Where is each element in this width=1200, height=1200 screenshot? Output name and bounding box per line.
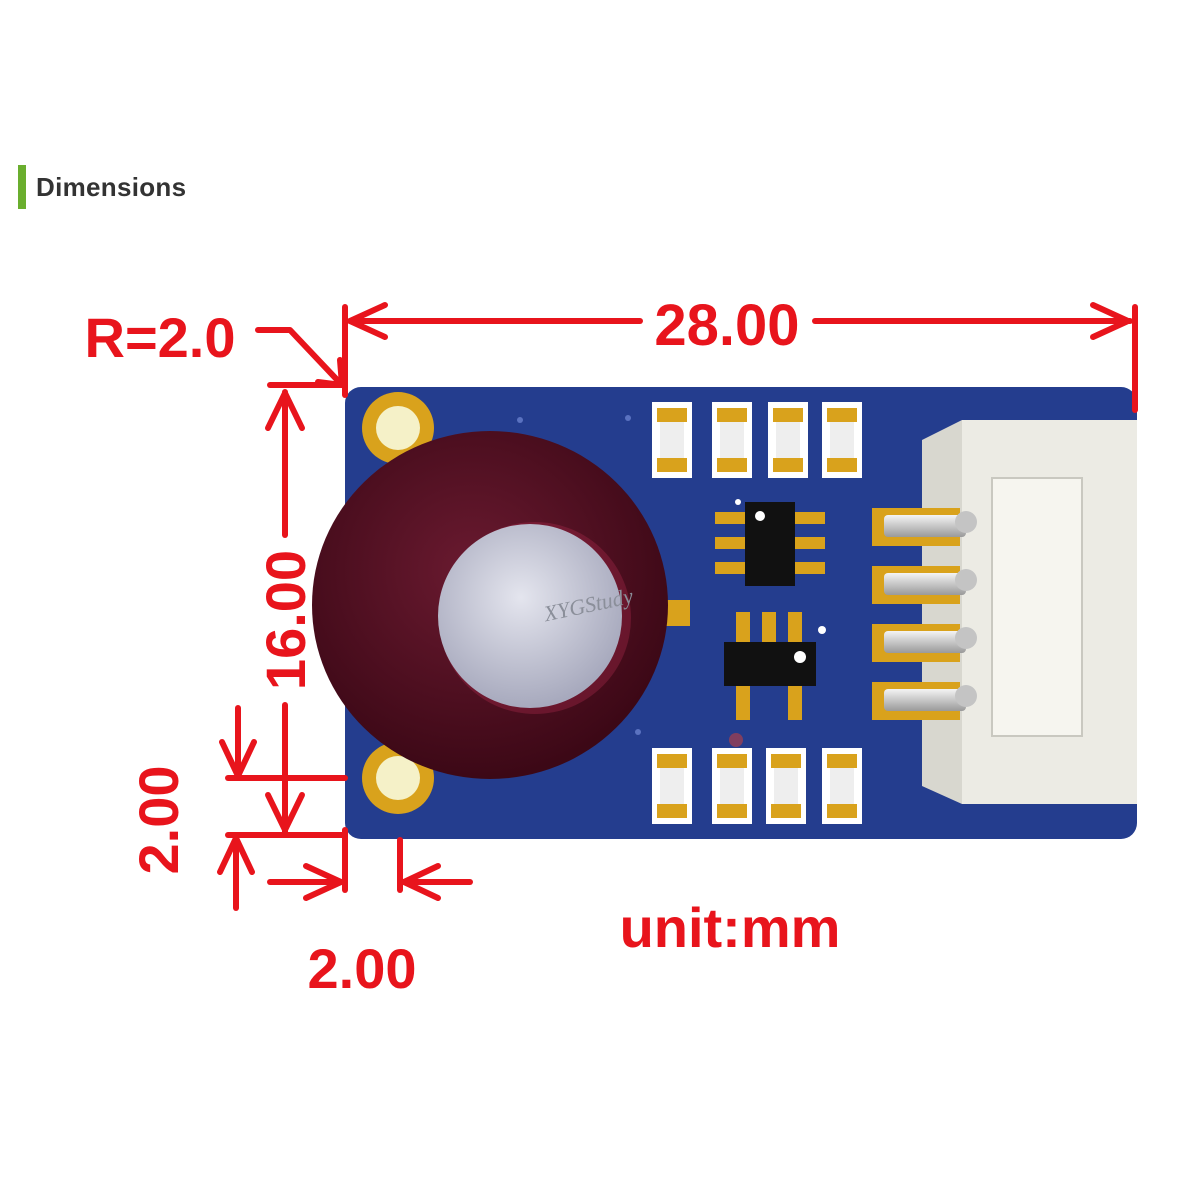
ic-chip-upper bbox=[715, 499, 825, 586]
dimension-lines bbox=[217, 302, 1138, 911]
smd-resistors-bottom bbox=[652, 748, 862, 824]
unit-label: unit:mm bbox=[620, 896, 841, 959]
width-dimension-label: 28.00 bbox=[654, 293, 799, 358]
height-dimension-label: 16.00 bbox=[254, 550, 317, 690]
potentiometer-knob: XYGStudy bbox=[312, 431, 690, 779]
section-accent-bar bbox=[18, 165, 26, 209]
corner-radius-label: R=2.0 bbox=[85, 306, 236, 369]
hole-offset-y-label: 2.00 bbox=[127, 766, 190, 875]
ic-chip-lower bbox=[724, 612, 826, 720]
hole-offset-x-label: 2.00 bbox=[308, 937, 417, 1000]
mounting-hole-top bbox=[362, 392, 434, 464]
connector-pins bbox=[884, 511, 977, 711]
connector-header bbox=[872, 420, 1137, 804]
section-title: Dimensions bbox=[36, 171, 187, 202]
smd-resistors-top bbox=[652, 402, 862, 478]
section-header: Dimensions bbox=[18, 164, 186, 210]
